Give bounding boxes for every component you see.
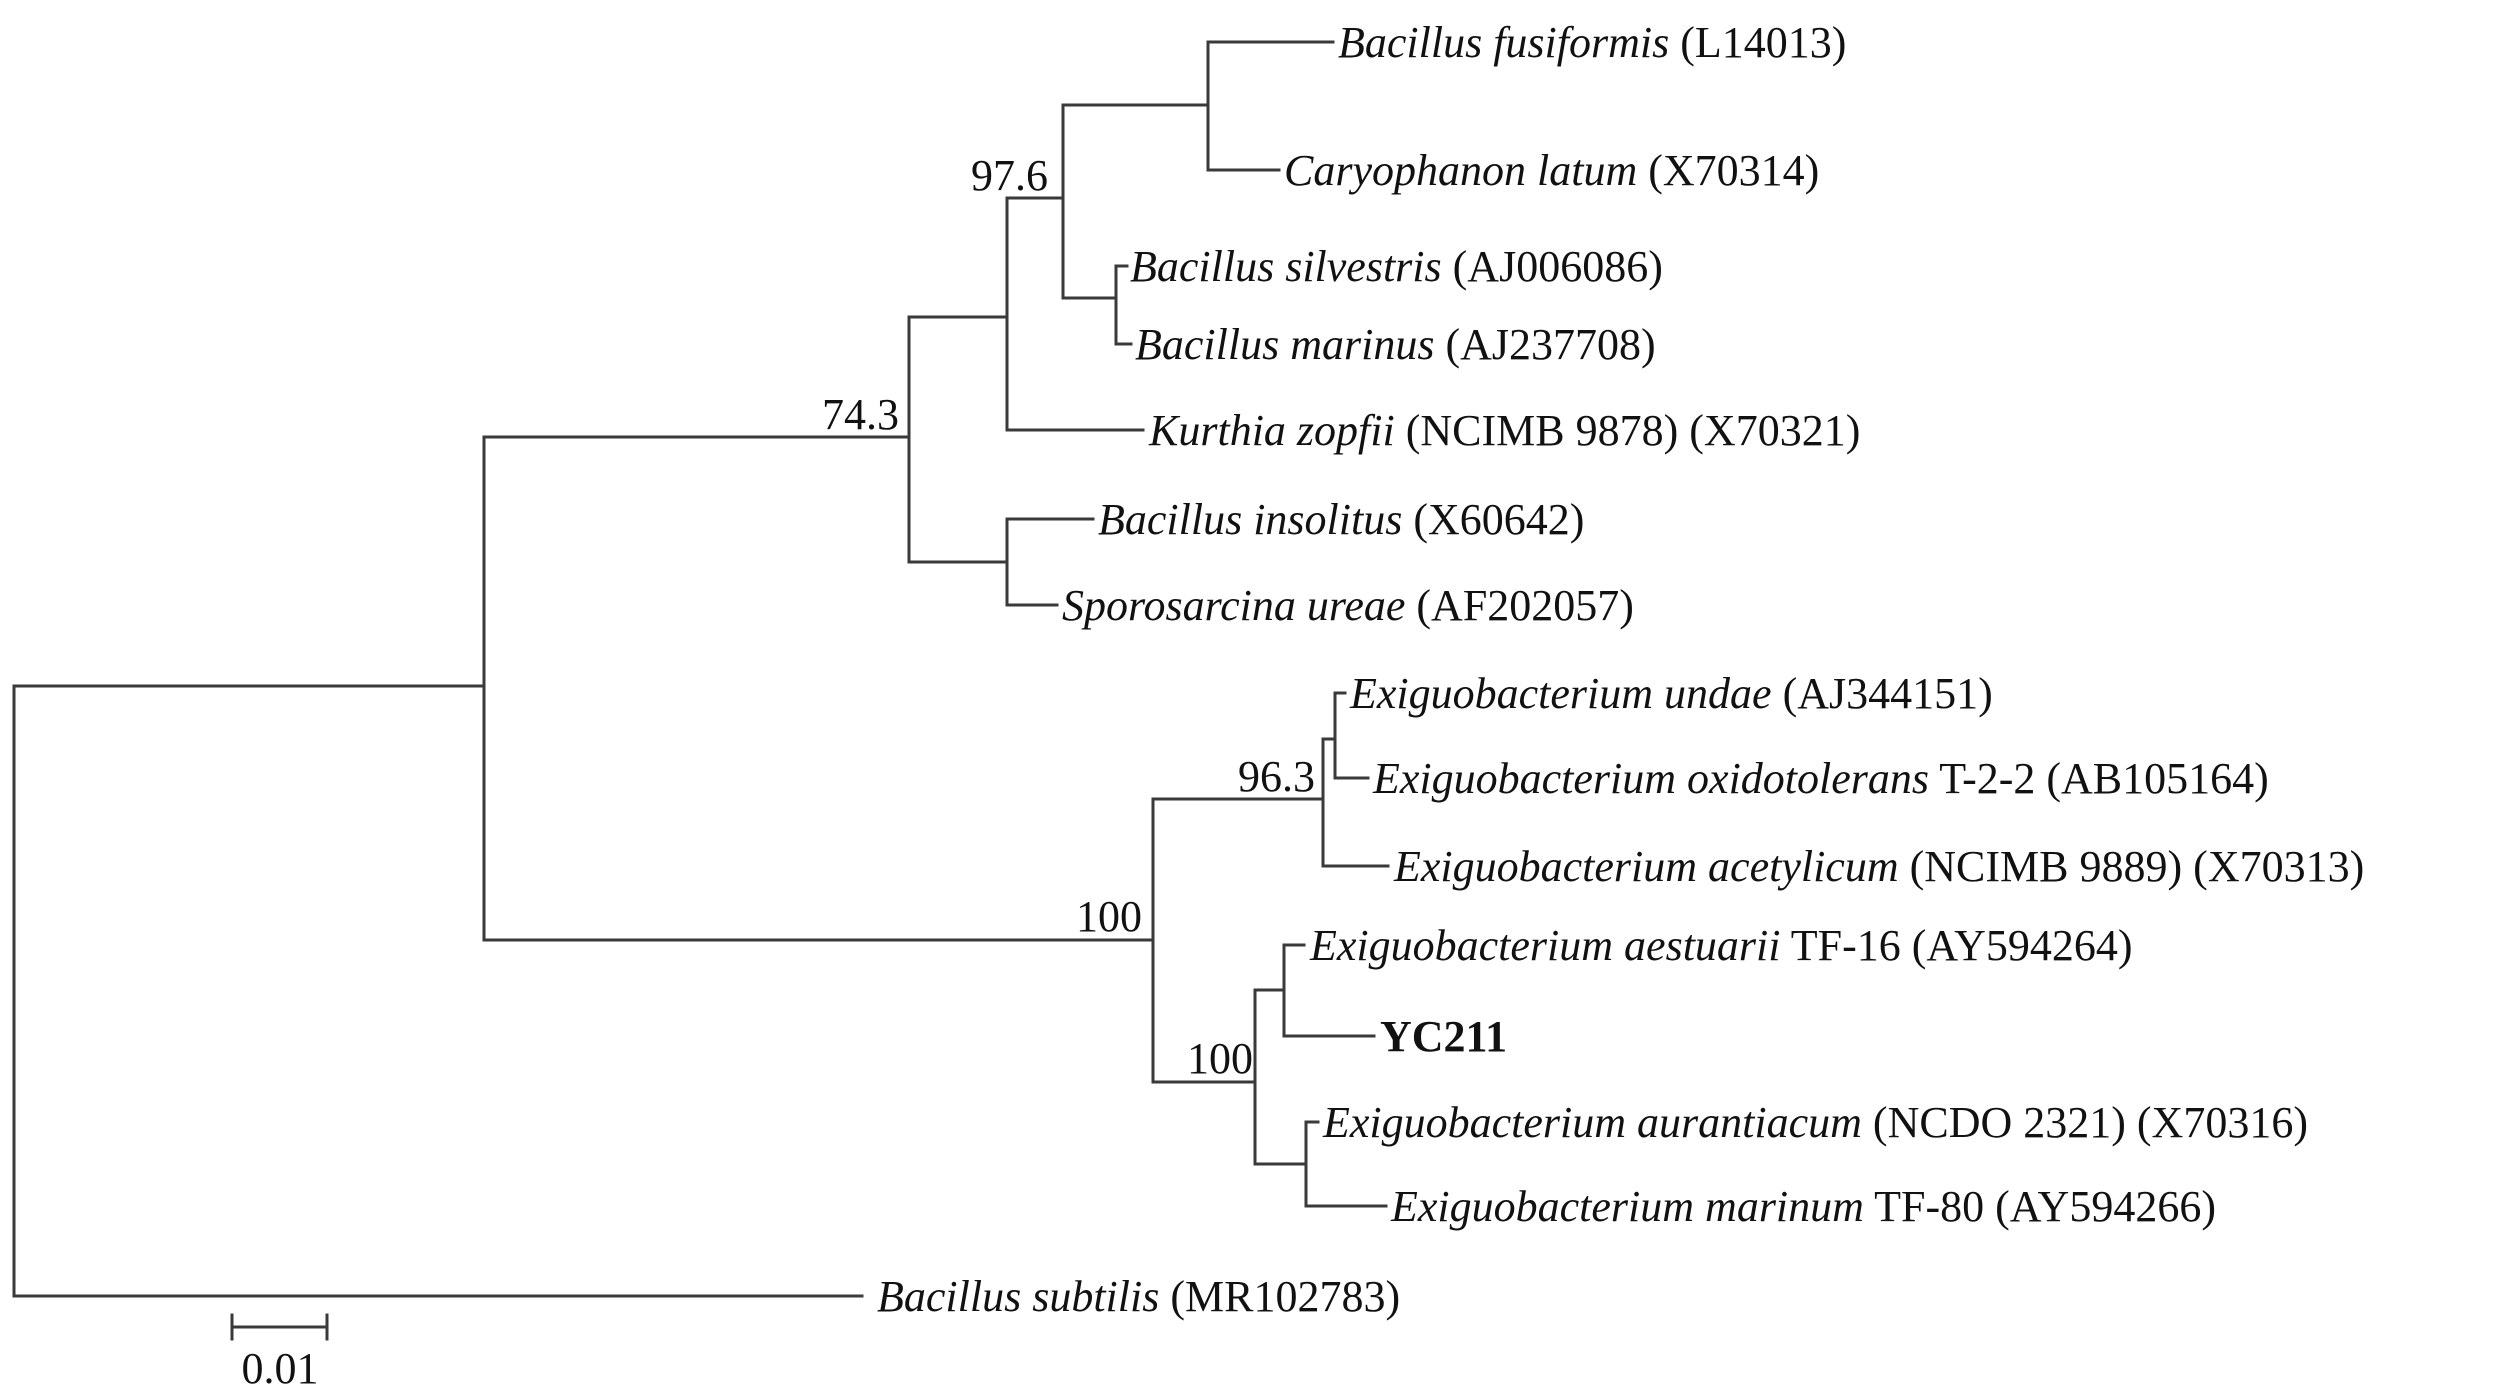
scale-bar: 0.01 [230, 1313, 329, 1393]
bootstrap-value: 100 [1187, 1034, 1253, 1083]
taxon-label: Bacillus silvestris (AJ006086) [1130, 242, 1663, 291]
taxon-label: Exiguobacterium acetylicum (NCIMB 9889) … [1393, 842, 2364, 891]
bootstrap-value: 97.6 [971, 151, 1048, 200]
bootstrap-value: 100 [1076, 892, 1142, 941]
taxon-label: Sporosarcina ureae (AF202057) [1062, 581, 1634, 630]
taxon-label: Exiguobacterium aestuarii TF-16 (AY59426… [1309, 921, 2133, 970]
taxon-label: Exiguobacterium marinum TF-80 (AY594266) [1390, 1182, 2216, 1231]
scale-bar-label: 0.01 [242, 1344, 319, 1393]
taxon-labels: Bacillus fusiformis (L14013) Caryophanon… [877, 18, 2364, 1321]
bootstrap-values: 97.6 74.3 96.3 100 100 [822, 151, 1315, 1083]
taxon-label: Exiguobacterium oxidotolerans T-2-2 (AB1… [1372, 754, 2269, 803]
taxon-label: Exiguobacterium undae (AJ344151) [1349, 669, 1993, 718]
taxon-label-yc211: YC211 [1380, 1012, 1507, 1061]
bootstrap-value: 96.3 [1238, 752, 1315, 801]
taxon-label: Bacillus insolitus (X60642) [1098, 495, 1584, 544]
taxon-label: Bacillus marinus (AJ237708) [1135, 320, 1656, 369]
taxon-label: Bacillus subtilis (MR102783) [877, 1272, 1400, 1321]
taxon-label: Exiguobacterium aurantiacum (NCDO 2321) … [1322, 1098, 2308, 1147]
taxon-label: Bacillus fusiformis (L14013) [1338, 18, 1846, 67]
taxon-label: Kurthia zopfii (NCIMB 9878) (X70321) [1148, 406, 1860, 455]
bootstrap-value: 74.3 [822, 390, 899, 439]
tree-branches [12, 40, 1390, 1298]
taxon-label: Caryophanon latum (X70314) [1284, 146, 1819, 195]
